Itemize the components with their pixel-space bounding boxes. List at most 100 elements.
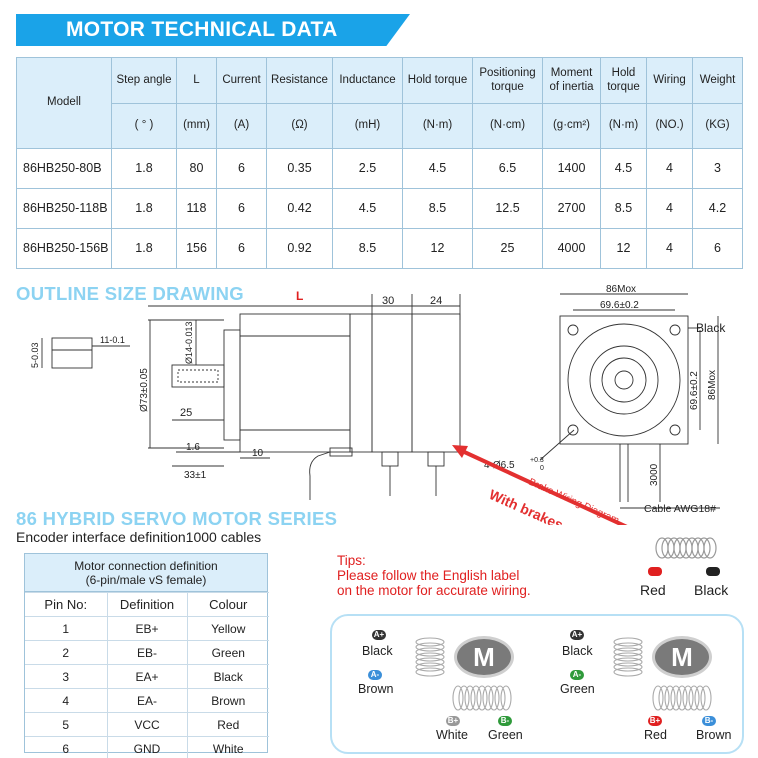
dim-holes: 4-Ø6.5 bbox=[484, 460, 515, 471]
unit-cell: ( ° ) bbox=[111, 103, 177, 149]
value-cell: 12 bbox=[402, 228, 473, 269]
value-cell: 0.35 bbox=[266, 148, 333, 189]
encoder-connector bbox=[427, 451, 445, 467]
b-plus-color: Red bbox=[644, 728, 667, 742]
value-cell: 6 bbox=[216, 228, 267, 269]
value-cell: 6 bbox=[692, 228, 743, 269]
connection-title: Motor connection definition bbox=[74, 559, 218, 573]
unit-cell: (N·m) bbox=[402, 103, 473, 149]
dim-86-side: 86Mox bbox=[707, 370, 718, 400]
col-header: Moment of inertia bbox=[542, 57, 601, 104]
table-row: 86HB250-80B 1.8 80 6 0.35 2.5 4.5 6.5 14… bbox=[16, 148, 743, 189]
mount-hole bbox=[567, 424, 579, 436]
value-cell: 1400 bbox=[542, 148, 601, 189]
unit-cell: (mH) bbox=[332, 103, 403, 149]
colour-cell: Green bbox=[186, 640, 269, 665]
table-row: 6 GND White bbox=[25, 736, 269, 758]
definition-cell: EA- bbox=[106, 688, 187, 713]
banner-title: MOTOR TECHNICAL DATA bbox=[66, 18, 338, 41]
outline-title: OUTLINE SIZE DRAWING bbox=[16, 283, 244, 304]
brake-arrow bbox=[459, 448, 628, 525]
dim-cable-len: 3000 bbox=[649, 463, 660, 486]
a-minus-badge: A- bbox=[570, 670, 584, 680]
table-row: 4 EA- Brown bbox=[25, 688, 269, 713]
col-header: Definition bbox=[106, 592, 187, 617]
tips-block: Tips: Please follow the English label on… bbox=[337, 553, 531, 598]
pin-cell: 3 bbox=[25, 664, 107, 689]
value-cell: 1.8 bbox=[111, 188, 177, 229]
value-cell: 4000 bbox=[542, 228, 601, 269]
unit-cell: (Ω) bbox=[266, 103, 333, 149]
unit-cell: (g·cm²) bbox=[542, 103, 601, 149]
table-row: 1 EB+ Yellow bbox=[25, 616, 269, 641]
value-cell: 12.5 bbox=[472, 188, 543, 229]
value-cell: 118 bbox=[176, 188, 217, 229]
col-header: Pin No: bbox=[25, 592, 107, 617]
definition-cell: GND bbox=[106, 736, 187, 758]
coil-b-icon bbox=[452, 685, 512, 711]
value-cell: 25 bbox=[472, 228, 543, 269]
black-lead-label: Black bbox=[694, 582, 729, 598]
dim-hole-span: 69.6±0.2 bbox=[600, 300, 639, 311]
cable-spec: Cable AWG18# bbox=[644, 503, 716, 515]
pin-cell: 6 bbox=[25, 736, 107, 758]
a-minus-badge: A- bbox=[368, 670, 382, 680]
definition-cell: VCC bbox=[106, 712, 187, 737]
value-cell: 156 bbox=[176, 228, 217, 269]
unit-cell: (N·cm) bbox=[472, 103, 543, 149]
tips-label: Tips: bbox=[337, 553, 366, 568]
front-view bbox=[559, 315, 689, 445]
coil-b-icon bbox=[652, 685, 712, 711]
dim-L: L bbox=[296, 289, 303, 303]
connection-table: Motor connection definition (6-pin/male … bbox=[24, 553, 269, 758]
brake-coil-spring bbox=[655, 537, 717, 559]
dim-1-6: 1.6 bbox=[186, 442, 200, 453]
col-header: Wiring bbox=[646, 57, 693, 104]
value-cell: 4 bbox=[646, 148, 693, 189]
connection-header: Motor connection definition (6-pin/male … bbox=[25, 554, 267, 592]
dim-86-top: 86Mox bbox=[606, 284, 636, 295]
spec-table: Modell Step angle L Current Resistance I… bbox=[16, 57, 743, 269]
a-plus-color: Black bbox=[562, 644, 593, 658]
col-header: Inductance bbox=[332, 57, 403, 104]
col-header: Weight bbox=[692, 57, 743, 104]
value-cell: 8.5 bbox=[332, 228, 403, 269]
value-cell: 12 bbox=[600, 228, 647, 269]
value-cell: 0.92 bbox=[266, 228, 333, 269]
value-cell: 0.42 bbox=[266, 188, 333, 229]
coil-a-icon bbox=[415, 637, 445, 677]
value-cell: 4.5 bbox=[332, 188, 403, 229]
motor-icon: M bbox=[454, 636, 514, 678]
mount-hole bbox=[669, 424, 681, 436]
dim-33: 33±1 bbox=[184, 470, 207, 481]
a-plus-badge: A+ bbox=[570, 630, 584, 640]
wiring-panel: A+ Black A- Brown M B+ White B- Green A+… bbox=[330, 614, 744, 754]
motor-cable bbox=[309, 451, 331, 500]
b-plus-badge: B+ bbox=[446, 716, 460, 726]
model-cell: 86HB250-156B bbox=[16, 228, 112, 269]
b-plus-badge: B+ bbox=[648, 716, 662, 726]
tips-line-1: Please follow the English label bbox=[337, 568, 520, 583]
b-minus-badge: B- bbox=[498, 716, 512, 726]
pin-cell: 2 bbox=[25, 640, 107, 665]
tips-line-2: on the motor for accurate wiring. bbox=[337, 583, 531, 598]
a-plus-color: Black bbox=[362, 644, 393, 658]
dim-10: 10 bbox=[252, 448, 264, 459]
value-cell: 80 bbox=[176, 148, 217, 189]
col-header: Hold torque bbox=[402, 57, 473, 104]
colour-cell: Black bbox=[186, 664, 269, 689]
front-flange bbox=[223, 329, 241, 441]
pin-cell: 5 bbox=[25, 712, 107, 737]
red-lead-label: Red bbox=[640, 582, 666, 598]
dim-24: 24 bbox=[430, 295, 442, 307]
value-cell: 4.2 bbox=[692, 188, 743, 229]
a-minus-color: Brown bbox=[358, 682, 394, 696]
brake-section bbox=[371, 313, 413, 453]
a-plus-badge: A+ bbox=[372, 630, 386, 640]
dim-pilot: Ø73±0.05 bbox=[139, 368, 150, 412]
brake-connector bbox=[381, 451, 399, 467]
black-lead-plug bbox=[706, 567, 720, 576]
value-cell: 6.5 bbox=[472, 148, 543, 189]
unit-cell: (NO.) bbox=[646, 103, 693, 149]
shaft bbox=[171, 364, 225, 388]
